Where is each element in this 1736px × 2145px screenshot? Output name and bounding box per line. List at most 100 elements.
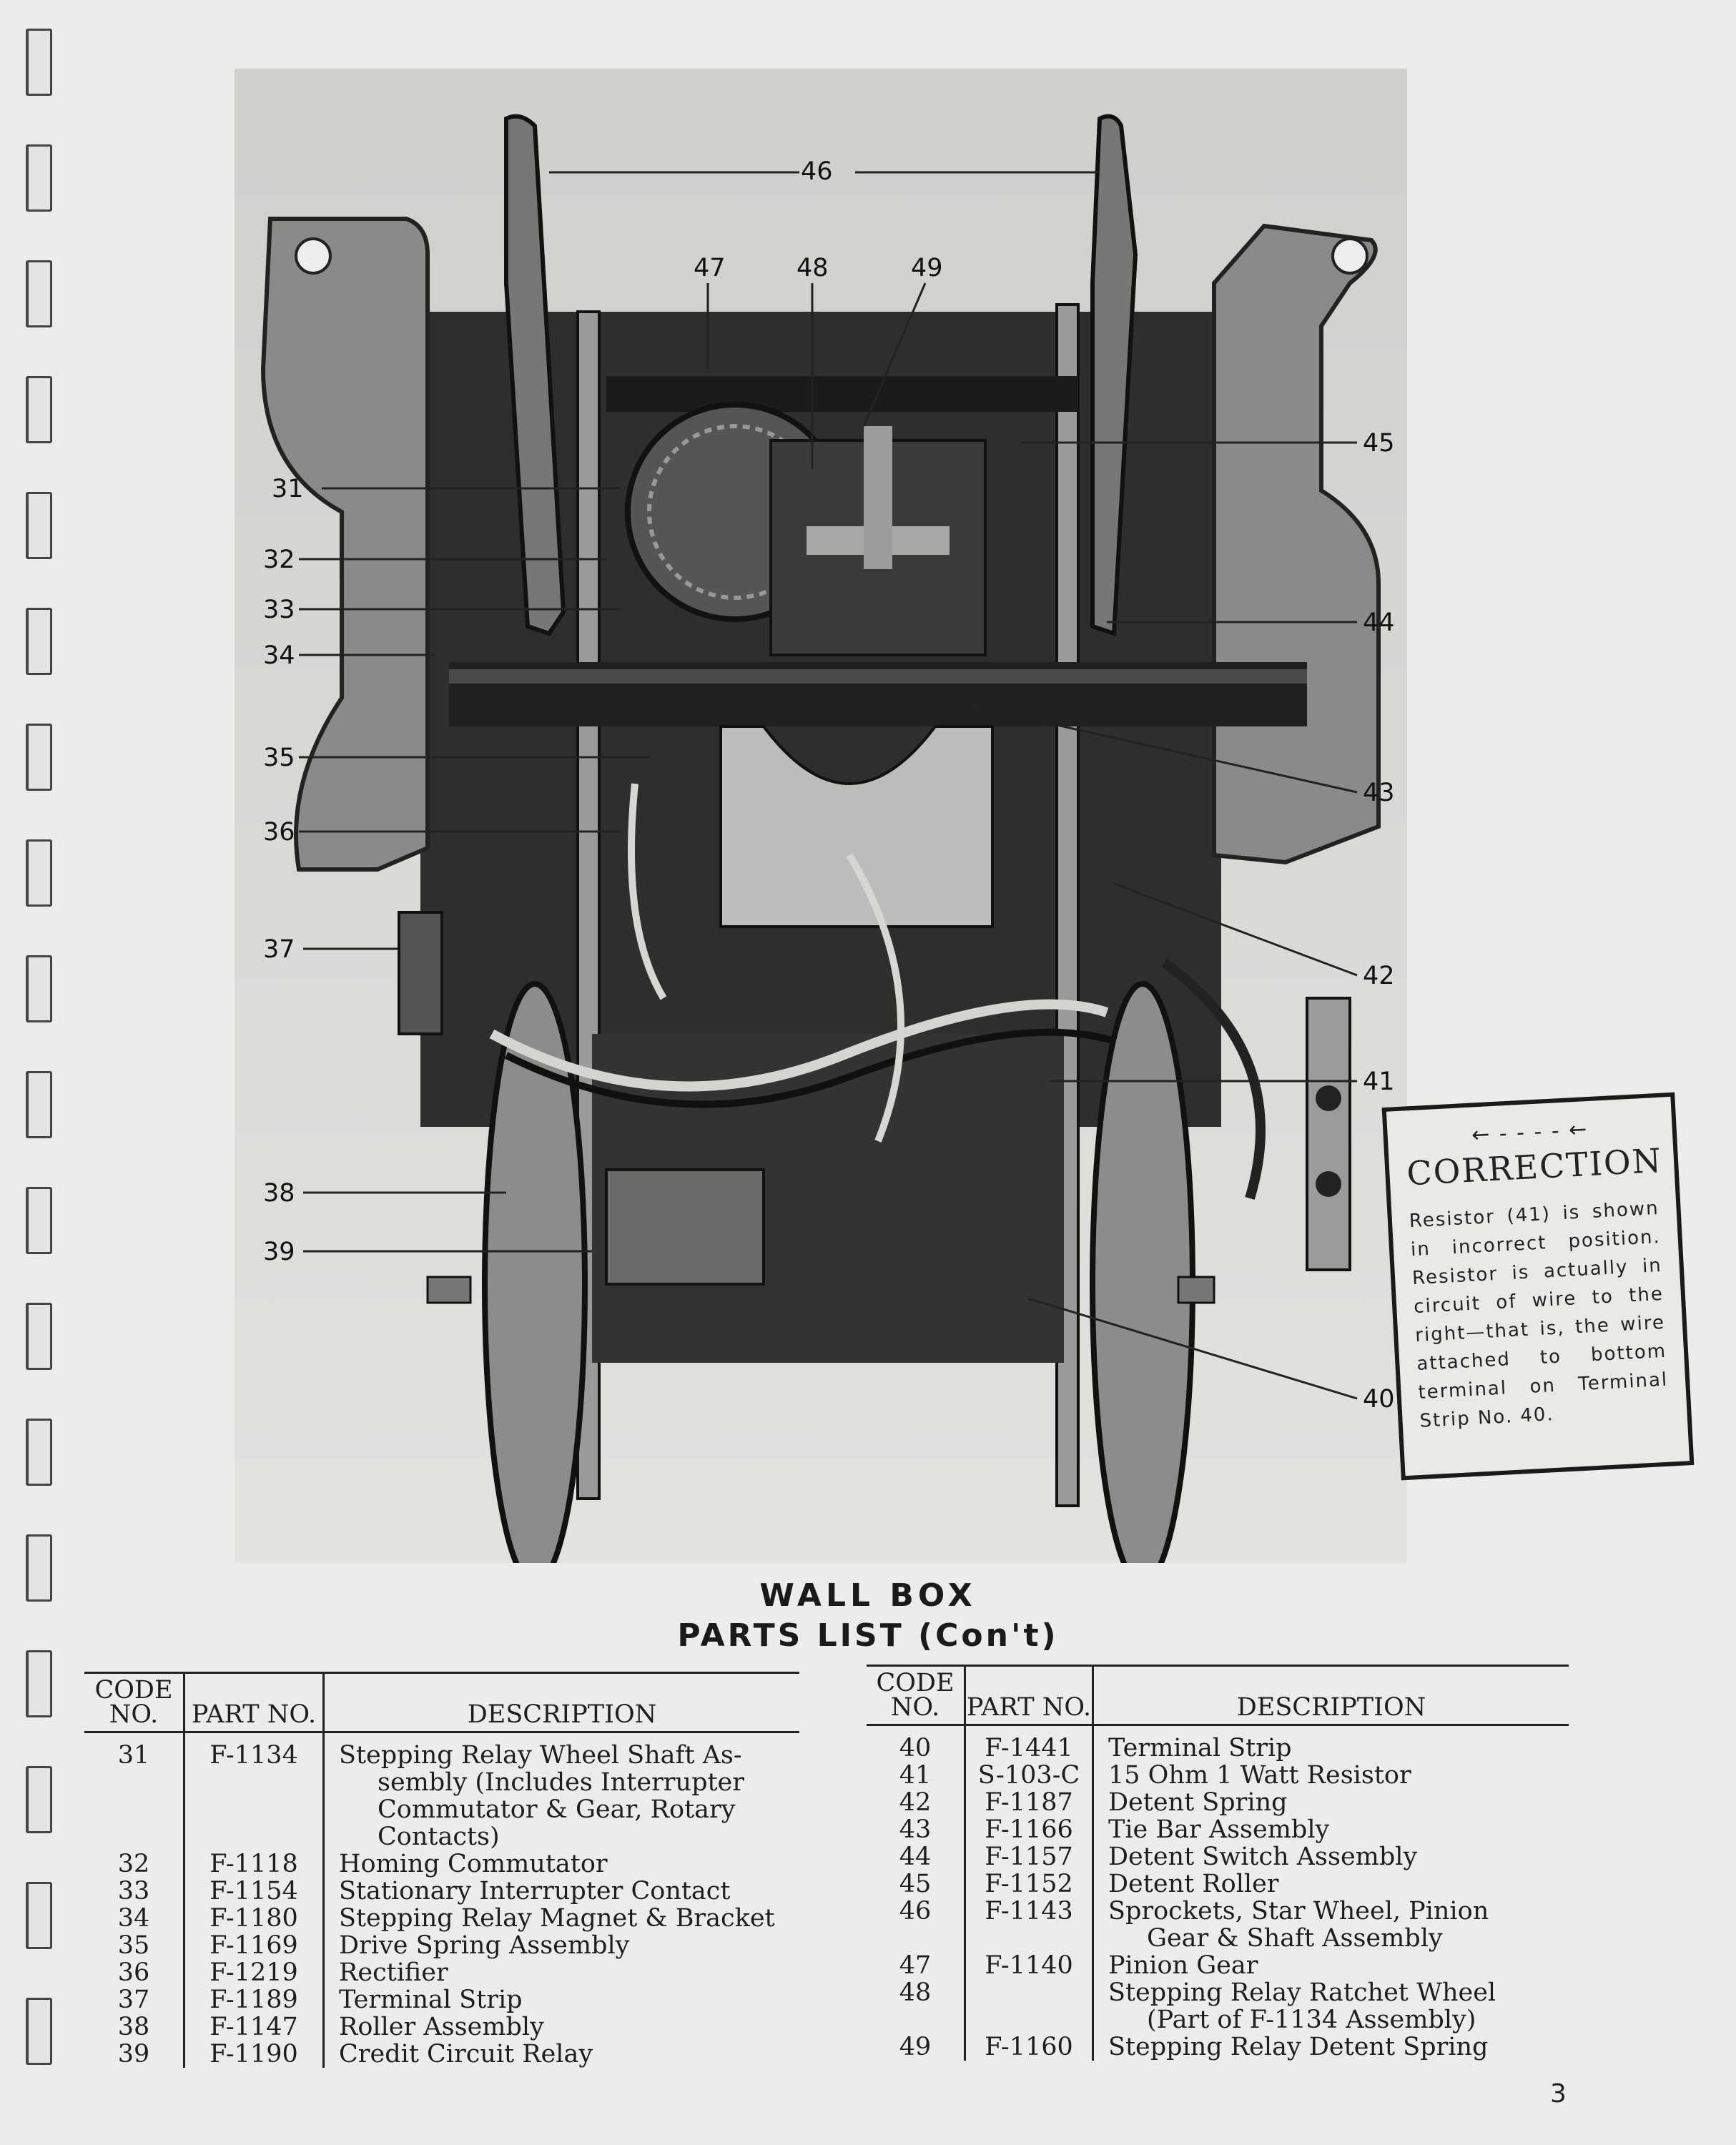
part-number: F-1219 xyxy=(183,1959,324,1986)
description-line: Detent Switch Assembly xyxy=(1108,1843,1418,1871)
callout-46: 46 xyxy=(801,157,833,186)
binding-hole xyxy=(26,1766,52,1833)
part-description: Detent Switch Assembly xyxy=(1092,1843,1569,1871)
description-line: 15 Ohm 1 Watt Resistor xyxy=(1108,1761,1411,1790)
part-number: F-1190 xyxy=(183,2041,324,2068)
code-number: 48 xyxy=(899,1978,932,2007)
part-description: Terminal Strip xyxy=(322,1986,799,2014)
code-number: 34 xyxy=(117,1904,150,1933)
header-part: PART NO. xyxy=(183,1672,324,1733)
part-description: Stepping Relay Ratchet Wheel(Part of F-1… xyxy=(1092,1978,1569,2034)
description-line: Stepping Relay Ratchet Wheel xyxy=(1108,1978,1496,2007)
page-number: 3 xyxy=(1550,2079,1567,2109)
callout-31: 31 xyxy=(272,475,304,503)
table-row: 38 F-1147 Roller Assembly xyxy=(84,2013,799,2041)
part-description: Pinion Gear xyxy=(1092,1952,1569,1979)
code-number: 35 xyxy=(117,1931,150,1960)
binding-hole xyxy=(26,144,52,212)
binding-hole xyxy=(26,839,52,907)
description-line: Homing Commutator xyxy=(339,1850,608,1878)
part-number: F-1118 xyxy=(183,1850,324,1878)
callout-37: 37 xyxy=(263,935,295,964)
description-line: Stepping Relay Wheel Shaft As- xyxy=(339,1741,742,1770)
binding-hole xyxy=(26,1534,52,1602)
binding-hole xyxy=(26,1187,52,1254)
description-line: Terminal Strip xyxy=(339,1986,523,2014)
binding-hole xyxy=(26,376,52,443)
section-title: WALL BOX xyxy=(759,1577,977,1614)
description-line: Credit Circuit Relay xyxy=(339,2040,593,2068)
code-number: 37 xyxy=(117,1986,150,2014)
binding-hole xyxy=(26,955,52,1022)
code-number: 49 xyxy=(899,2033,932,2061)
table-row: 48 Stepping Relay Ratchet Wheel(Part of F… xyxy=(867,1979,1569,2033)
part-number: S-103-C xyxy=(964,1762,1093,1789)
binding-hole xyxy=(26,724,52,791)
callout-43: 43 xyxy=(1363,779,1395,807)
part-number xyxy=(964,1979,1093,2033)
part-number: F-1147 xyxy=(183,2013,324,2041)
part-number: F-1152 xyxy=(964,1870,1093,1898)
description-line: Stepping Relay Detent Spring xyxy=(1108,2033,1489,2061)
code-number: 39 xyxy=(117,2040,150,2068)
binding-hole xyxy=(26,608,52,675)
binding-holes xyxy=(23,29,52,2138)
binding-hole xyxy=(26,492,52,559)
part-number: F-1134 xyxy=(183,1732,324,1850)
callout-40: 40 xyxy=(1363,1385,1395,1414)
header-description: DESCRIPTION xyxy=(1092,1665,1569,1726)
code-number: 43 xyxy=(899,1815,932,1844)
section-subtitle: PARTS LIST (Con't) xyxy=(677,1617,1059,1654)
description-line: Stepping Relay Magnet & Bracket xyxy=(339,1904,775,1933)
description-line: Detent Spring xyxy=(1108,1788,1288,1817)
table-row: 44 F-1157 Detent Switch Assembly xyxy=(867,1843,1569,1870)
mechanism-illustration: 46 47 48 49 31 32 33 34 35 36 37 38 39 4… xyxy=(235,69,1407,1563)
part-description: Terminal Strip xyxy=(1092,1725,1569,1762)
code-number: 38 xyxy=(117,2013,150,2041)
part-description: Stationary Interrupter Contact xyxy=(322,1878,799,1905)
code-number: 46 xyxy=(899,1897,932,1925)
code-number: 42 xyxy=(899,1788,932,1817)
binding-hole xyxy=(26,260,52,327)
binding-hole xyxy=(26,29,52,96)
binding-hole xyxy=(26,1419,52,1486)
part-number: F-1157 xyxy=(964,1843,1093,1870)
header-part: PART NO. xyxy=(964,1665,1093,1726)
binding-hole xyxy=(26,1071,52,1138)
table-row: 39 F-1190 Credit Circuit Relay xyxy=(84,2041,799,2068)
part-description: Roller Assembly xyxy=(322,2013,799,2041)
description-line: Roller Assembly xyxy=(339,2013,544,2041)
callout-33: 33 xyxy=(263,596,295,624)
callout-34: 34 xyxy=(263,641,295,670)
code-number: 44 xyxy=(899,1843,932,1871)
part-description: Detent Roller xyxy=(1092,1870,1569,1898)
part-number: F-1166 xyxy=(964,1816,1093,1843)
part-number: F-1187 xyxy=(964,1789,1093,1816)
binding-hole xyxy=(26,1882,52,1949)
callout-39: 39 xyxy=(263,1238,295,1266)
callout-48: 48 xyxy=(797,254,829,282)
part-description: Stepping Relay Wheel Shaft As-sembly (In… xyxy=(322,1732,799,1851)
description-line: Drive Spring Assembly xyxy=(339,1931,630,1960)
description-line: Commutator & Gear, Rotary xyxy=(378,1795,736,1824)
code-number: 40 xyxy=(899,1734,932,1762)
part-number: F-1180 xyxy=(183,1905,324,1932)
description-line: Contacts) xyxy=(378,1823,500,1851)
header-code: CODE NO. xyxy=(867,1665,965,1726)
callout-49: 49 xyxy=(911,254,943,282)
callout-38: 38 xyxy=(263,1179,295,1208)
correction-text: Resistor (41) is shown in incorrect posi… xyxy=(1409,1197,1669,1432)
callout-42: 42 xyxy=(1363,962,1395,990)
part-description: Rectifier xyxy=(322,1959,799,1986)
code-number: 31 xyxy=(117,1741,150,1770)
part-description: Tie Bar Assembly xyxy=(1092,1816,1569,1843)
description-line: (Part of F-1134 Assembly) xyxy=(1147,2006,1476,2034)
